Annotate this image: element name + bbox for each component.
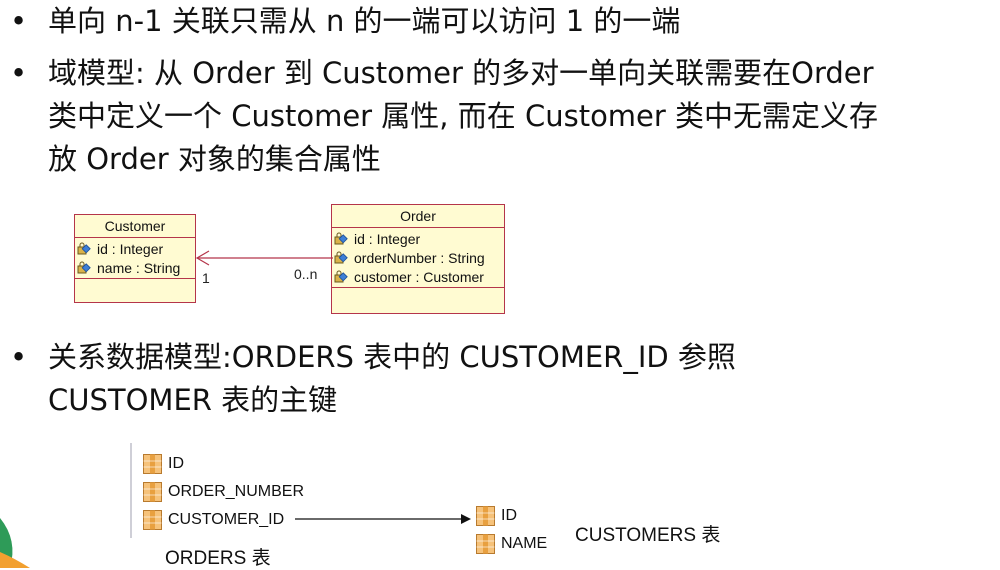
foreign-key-arrow — [295, 514, 471, 524]
order-attributes: id : Integer orderNumber : String custom… — [332, 228, 504, 288]
bullet-3-line-2: CUSTOMER 表的主键 — [48, 383, 338, 417]
customer-attr-name: name : String — [75, 259, 195, 278]
bullet-3-line-1: 关系数据模型:ORDERS 表中的 CUSTOMER_ID 参照 — [48, 340, 736, 374]
private-attribute-icon — [334, 232, 352, 253]
private-attribute-icon — [77, 242, 95, 263]
private-attribute-icon — [77, 261, 95, 282]
order-attr-ordernumber: orderNumber : String — [332, 249, 504, 268]
private-attribute-icon — [334, 251, 352, 272]
decorative-corner-shape — [0, 518, 30, 568]
multiplicity-customer: 1 — [202, 270, 210, 286]
order-class-name: Order — [332, 205, 504, 228]
customer-class-name: Customer — [75, 215, 195, 238]
table-column-icon — [143, 510, 162, 530]
private-attribute-icon — [334, 270, 352, 291]
bullet-1-line-1: 单向 n-1 关联只需从 n 的一端可以访问 1 的一端 — [48, 4, 681, 38]
customer-attributes: id : Integer name : String — [75, 238, 195, 279]
order-attr-id: id : Integer — [332, 230, 504, 249]
bullet-dot: • — [10, 4, 28, 38]
bullet-2-line-2: 类中定义一个 Customer 属性, 而在 Customer 类中无需定义存 — [48, 99, 879, 133]
multiplicity-order: 0..n — [294, 266, 318, 282]
orders-table-caption: ORDERS 表 — [165, 548, 271, 569]
customer-attr-id: id : Integer — [75, 240, 195, 259]
bullet-2-line-3: 放 Order 对象的集合属性 — [48, 142, 381, 176]
customer-class-box: Customer id : Integer name : String — [74, 214, 196, 303]
order-class-box: Order id : Integer orderNumber : String … — [331, 204, 505, 314]
table-column-icon — [476, 534, 495, 554]
bullet-2-line-1: 域模型: 从 Order 到 Customer 的多对一单向关联需要在Order — [48, 56, 874, 90]
association-arrow — [195, 250, 333, 266]
table-column-icon — [143, 482, 162, 502]
bullet-dot: • — [10, 56, 28, 90]
customers-table-caption: CUSTOMERS 表 — [575, 525, 721, 546]
bullet-dot: • — [10, 340, 28, 374]
table-column-icon — [143, 454, 162, 474]
table-column-icon — [476, 506, 495, 526]
order-attr-customer: customer : Customer — [332, 268, 504, 287]
orders-table-rail — [130, 443, 132, 538]
